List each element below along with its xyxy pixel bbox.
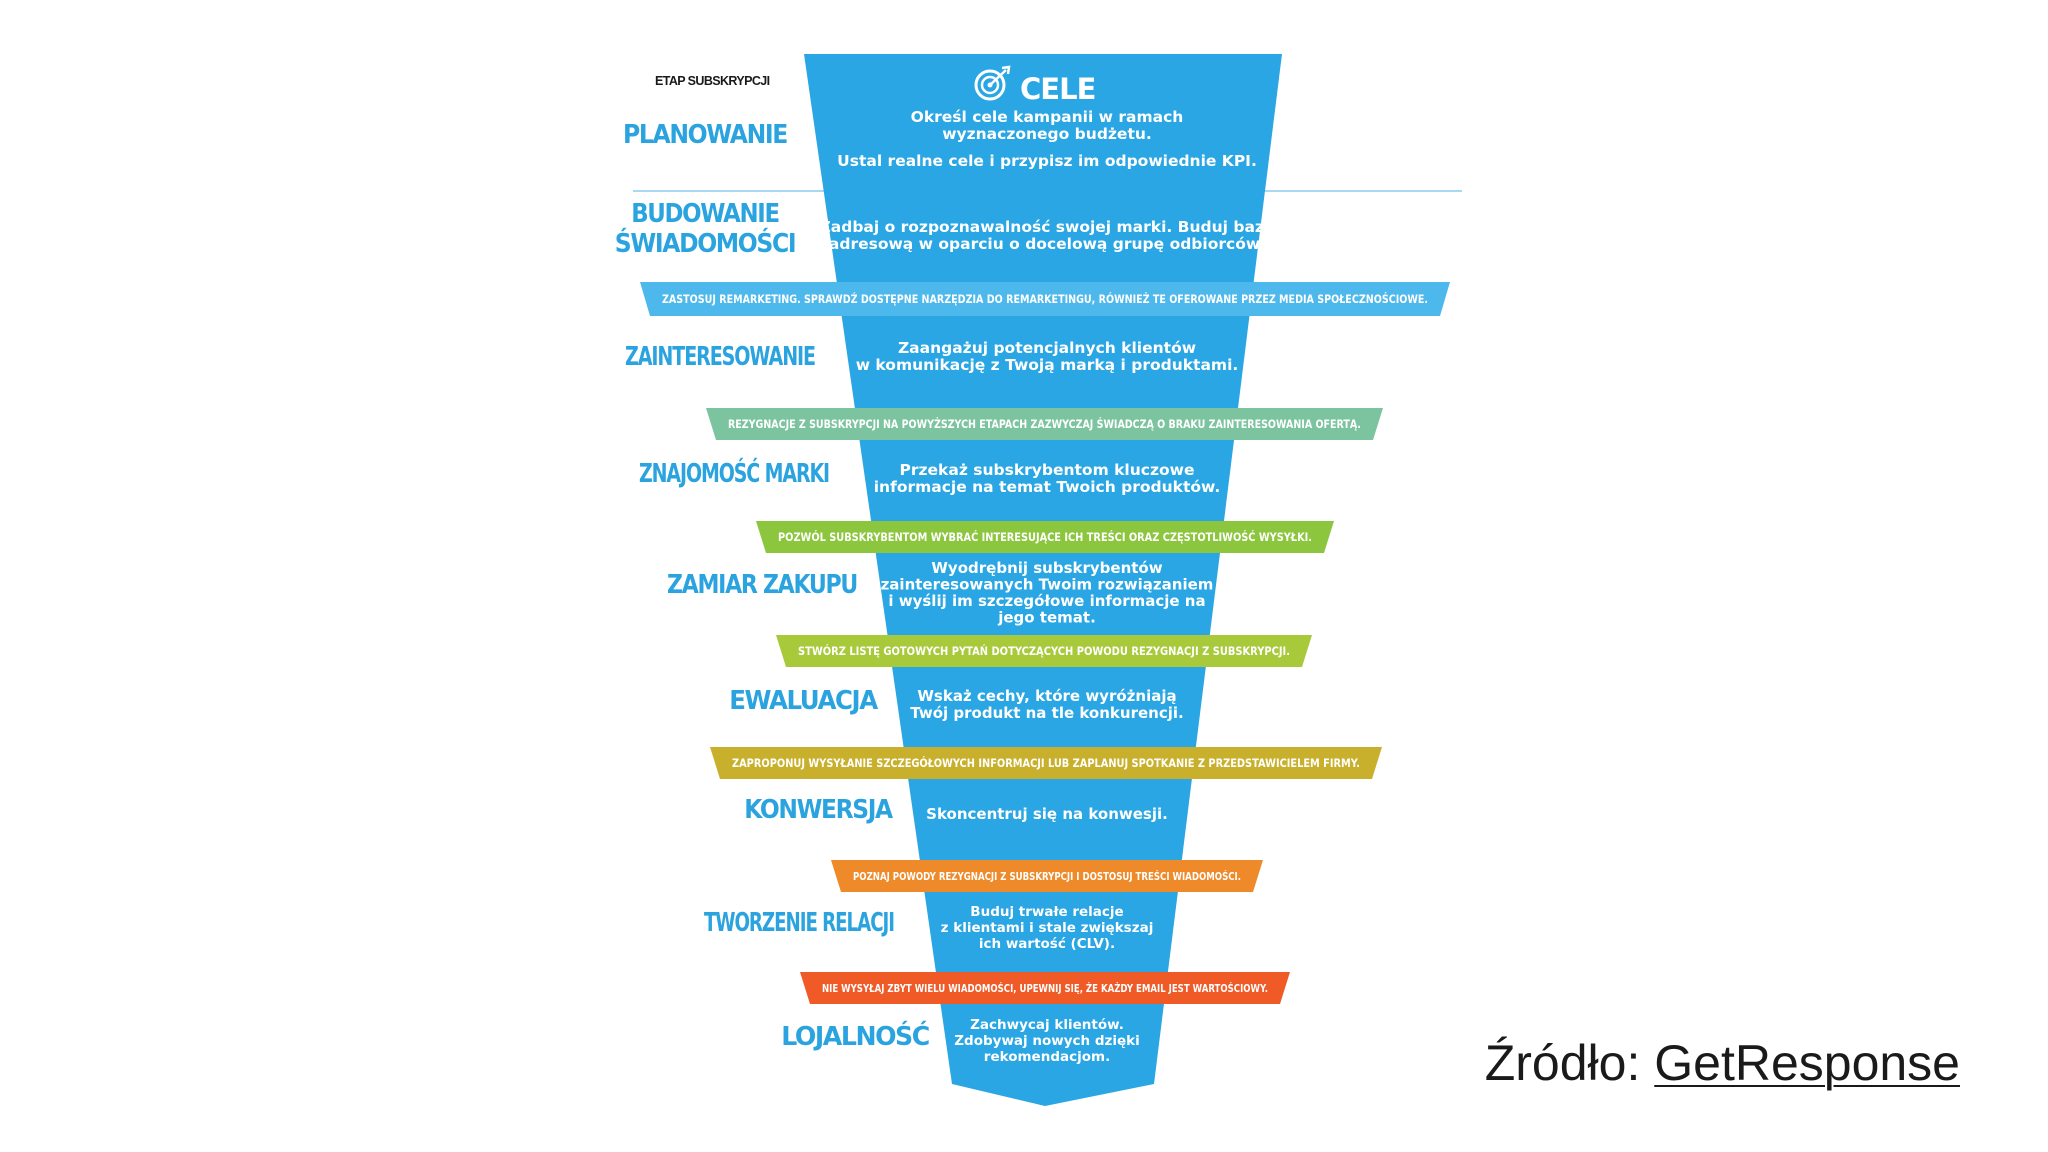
- stage-label: ZNAJOMOŚĆ MARKI: [639, 457, 829, 489]
- tip-banner-shape: [831, 860, 1263, 892]
- tip-banner-text: POZWÓL SUBSKRYBENTOM WYBRAĆ INTERESUJĄCE…: [778, 529, 1312, 544]
- tip-banner: ZASTOSUJ REMARKETING. SPRAWDŹ DOSTĘPNE N…: [640, 282, 1450, 316]
- stage-description: rekomendacjom.: [984, 1049, 1110, 1065]
- stage-description: i wyślij im szczegółowe informacje na: [888, 592, 1205, 610]
- stage-description: Wskaż cechy, które wyróżniają: [917, 687, 1176, 705]
- tip-banner-text: ZAPROPONUJ WYSYŁANIE SZCZEGÓŁOWYCH INFOR…: [732, 755, 1360, 770]
- tip-banner-shape: [800, 972, 1290, 1004]
- tip-banner-text: STWÓRZ LISTĘ GOTOWYCH PYTAŃ DOTYCZĄCYCH …: [798, 643, 1290, 658]
- goals-text-line: Ustal realne cele i przypisz im odpowied…: [837, 152, 1257, 170]
- goals-text-line: Określ cele kampanii w ramach: [911, 108, 1184, 126]
- stage-description: Wyodrębnij subskrybentów: [931, 559, 1162, 577]
- goals-header: CELE Określ cele kampanii w ramachwyznacz…: [837, 65, 1257, 170]
- stage-label: LOJALNOŚĆ: [781, 1020, 929, 1052]
- tip-banner-text: POZNAJ POWODY REZYGNACJI Z SUBSKRYPCJI I…: [853, 870, 1241, 883]
- tip-banner-shape: [706, 408, 1383, 440]
- stage-label: PLANOWANIE: [623, 120, 787, 150]
- tip-banner-shape: [640, 282, 1450, 316]
- stage-label: TWORZENIE RELACJI: [704, 908, 894, 938]
- stage-description: jego temat.: [997, 609, 1096, 627]
- funnel-body: [804, 54, 1282, 1106]
- stage-description: adresową w oparciu o docelową grupę odbi…: [829, 235, 1265, 253]
- funnel: [804, 54, 1282, 1106]
- source-link[interactable]: GetResponse: [1654, 1035, 1960, 1091]
- source-caption: Źródło: GetResponse: [1485, 1034, 1960, 1092]
- stage-description: z klientami i stale zwiększaj: [941, 920, 1154, 936]
- funnel-texts: Zadbaj o rozpoznawalność swojej marki. B…: [820, 218, 1275, 1065]
- stage-label: ŚWIADOMOŚCI: [615, 227, 795, 259]
- goals-text-line: wyznaczonego budżetu.: [942, 125, 1152, 143]
- stage-description: Zaangażuj potencjalnych klientów: [898, 339, 1196, 357]
- stage-description: Zdobywaj nowych dzięki: [954, 1033, 1139, 1049]
- stage-label: BUDOWANIE: [631, 199, 779, 229]
- stage-description: w komunikację z Twoją marką i produktami…: [856, 356, 1239, 374]
- tip-banner-text: NIE WYSYŁAJ ZBYT WIELU WIADOMOŚCI, UPEWN…: [822, 981, 1268, 995]
- stage-label: KONWERSJA: [744, 795, 893, 825]
- stage-description: Twój produkt na tle konkurencji.: [910, 704, 1183, 722]
- tip-banner-shape: [756, 521, 1334, 553]
- tip-banner-shape: [710, 747, 1382, 779]
- tip-banner-text: ZASTOSUJ REMARKETING. SPRAWDŹ DOSTĘPNE N…: [662, 291, 1428, 306]
- stage-description: Zachwycaj klientów.: [970, 1017, 1124, 1033]
- source-prefix: Źródło:: [1484, 1035, 1655, 1091]
- tip-banner: STWÓRZ LISTĘ GOTOWYCH PYTAŃ DOTYCZĄCYCH …: [776, 635, 1312, 667]
- tip-banner: NIE WYSYŁAJ ZBYT WIELU WIADOMOŚCI, UPEWN…: [800, 972, 1290, 1004]
- stage-description: informacje na temat Twoich produktów.: [874, 478, 1221, 496]
- goals-title: CELE: [1020, 72, 1095, 106]
- tip-banner: POZWÓL SUBSKRYBENTOM WYBRAĆ INTERESUJĄCE…: [756, 521, 1334, 553]
- stage-description: ich wartość (CLV).: [979, 936, 1115, 952]
- tip-banner: ZAPROPONUJ WYSYŁANIE SZCZEGÓŁOWYCH INFOR…: [710, 747, 1382, 779]
- target-icon: [974, 65, 1011, 101]
- tip-banner-shape: [776, 635, 1312, 667]
- stage-description: Zadbaj o rozpoznawalność swojej marki. B…: [820, 218, 1275, 236]
- tip-banners: ZASTOSUJ REMARKETING. SPRAWDŹ DOSTĘPNE N…: [640, 282, 1450, 1004]
- stage-label: ZAMIAR ZAKUPU: [667, 570, 857, 600]
- tip-banner: REZYGNACJE Z SUBSKRYPCJI NA POWYŻSZYCH E…: [706, 408, 1383, 440]
- tip-banner-text: REZYGNACJE Z SUBSKRYPCJI NA POWYŻSZYCH E…: [728, 416, 1361, 431]
- stage-description: zainteresowanych Twoim rozwiązaniem: [881, 576, 1214, 594]
- tip-banner: POZNAJ POWODY REZYGNACJI Z SUBSKRYPCJI I…: [831, 860, 1263, 892]
- stage-description: Przekaż subskrybentom kluczowe: [900, 461, 1195, 479]
- stage-description: Buduj trwałe relacje: [970, 904, 1123, 920]
- stage-label: ZAINTERESOWANIE: [625, 342, 815, 372]
- stage-description: Skoncentruj się na konwesji.: [926, 805, 1168, 823]
- stage-column-header: ETAP SUBSKRYPCJI: [655, 74, 770, 88]
- stage-label: EWALUACJA: [729, 686, 878, 716]
